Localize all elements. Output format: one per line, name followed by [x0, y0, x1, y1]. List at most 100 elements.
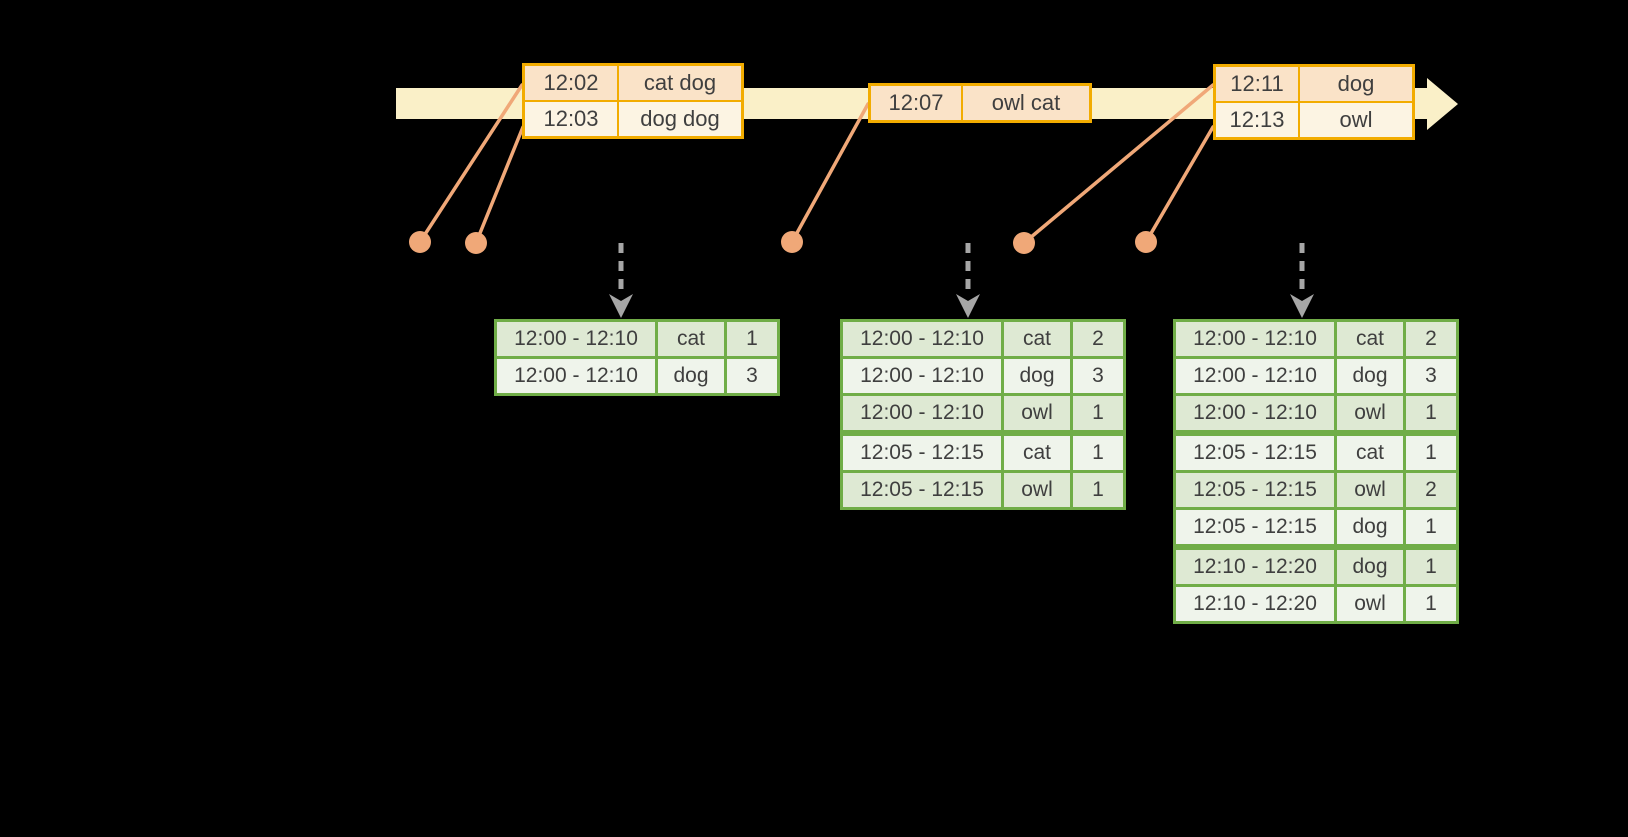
res-cell-window: 12:05 - 12:15: [840, 470, 1004, 510]
res-cell-window: 12:05 - 12:15: [840, 430, 1004, 473]
event-dot: [465, 232, 487, 254]
res-cell-count: 1: [1070, 430, 1126, 473]
event-leader-line: [1144, 125, 1215, 244]
res-cell-count: 1: [1070, 393, 1126, 435]
res-cell-count: 1: [724, 319, 780, 359]
res-cell-window: 12:00 - 12:10: [1173, 356, 1337, 396]
res-cell-word: dog: [1001, 356, 1073, 396]
res-cell-count: 1: [1403, 507, 1459, 549]
res-cell-word: owl: [1001, 393, 1073, 435]
res-cell-window: 12:05 - 12:15: [1173, 507, 1337, 549]
res-cell-count: 3: [1070, 356, 1126, 396]
res-cell-word: dog: [655, 356, 727, 396]
evt-cell-time: 12:11: [1213, 64, 1300, 103]
evt-cell-words: owl cat: [961, 83, 1092, 123]
trigger-arrow-head: [1290, 294, 1314, 318]
trigger-arrow-icon: [1290, 243, 1314, 318]
event-dot: [1013, 232, 1035, 254]
res-cell-word: owl: [1334, 584, 1406, 624]
res-cell-count: 3: [1403, 356, 1459, 396]
evt-cell-words: dog dog: [617, 100, 744, 139]
evt-cell-time: 12:03: [522, 100, 619, 139]
evt-cell-time: 12:13: [1213, 101, 1300, 140]
res-cell-word: cat: [1001, 319, 1073, 359]
res-cell-word: owl: [1334, 393, 1406, 435]
event-leader-line: [474, 125, 525, 245]
res-cell-word: cat: [1334, 319, 1406, 359]
res-cell-word: owl: [1334, 470, 1406, 510]
res-cell-word: dog: [1334, 544, 1406, 587]
res-cell-count: 1: [1070, 470, 1126, 510]
res-cell-count: 2: [1403, 319, 1459, 359]
res-cell-window: 12:10 - 12:20: [1173, 584, 1337, 624]
res-cell-window: 12:05 - 12:15: [1173, 470, 1337, 510]
res-cell-word: dog: [1334, 507, 1406, 549]
res-cell-window: 12:00 - 12:10: [1173, 393, 1337, 435]
res-cell-word: cat: [1001, 430, 1073, 473]
res-cell-count: 3: [724, 356, 780, 396]
evt-cell-time: 12:02: [522, 63, 619, 102]
res-cell-window: 12:00 - 12:10: [840, 356, 1004, 396]
evt-cell-time: 12:07: [868, 83, 963, 123]
res-cell-count: 2: [1403, 470, 1459, 510]
event-leader-line: [418, 83, 524, 244]
res-cell-window: 12:00 - 12:10: [840, 393, 1004, 435]
event-dot: [781, 231, 803, 253]
res-cell-window: 12:00 - 12:10: [1173, 319, 1337, 359]
evt-cell-words: dog: [1298, 64, 1415, 103]
res-cell-count: 1: [1403, 393, 1459, 435]
res-cell-window: 12:00 - 12:10: [494, 319, 658, 359]
event-leader-line: [790, 102, 870, 244]
res-cell-count: 2: [1070, 319, 1126, 359]
res-cell-word: owl: [1001, 470, 1073, 510]
trigger-arrow-icon: [956, 243, 980, 318]
evt-cell-words: cat dog: [617, 63, 744, 102]
event-dot: [409, 231, 431, 253]
res-cell-window: 12:00 - 12:10: [840, 319, 1004, 359]
trigger-arrow-icon: [609, 243, 633, 318]
res-cell-word: cat: [1334, 430, 1406, 473]
res-cell-count: 1: [1403, 544, 1459, 587]
evt-cell-words: owl: [1298, 101, 1415, 140]
trigger-arrow-head: [609, 294, 633, 318]
res-cell-count: 1: [1403, 584, 1459, 624]
res-cell-word: dog: [1334, 356, 1406, 396]
res-cell-word: cat: [655, 319, 727, 359]
res-cell-window: 12:05 - 12:15: [1173, 430, 1337, 473]
res-cell-window: 12:10 - 12:20: [1173, 544, 1337, 587]
res-cell-window: 12:00 - 12:10: [494, 356, 658, 396]
res-cell-count: 1: [1403, 430, 1459, 473]
